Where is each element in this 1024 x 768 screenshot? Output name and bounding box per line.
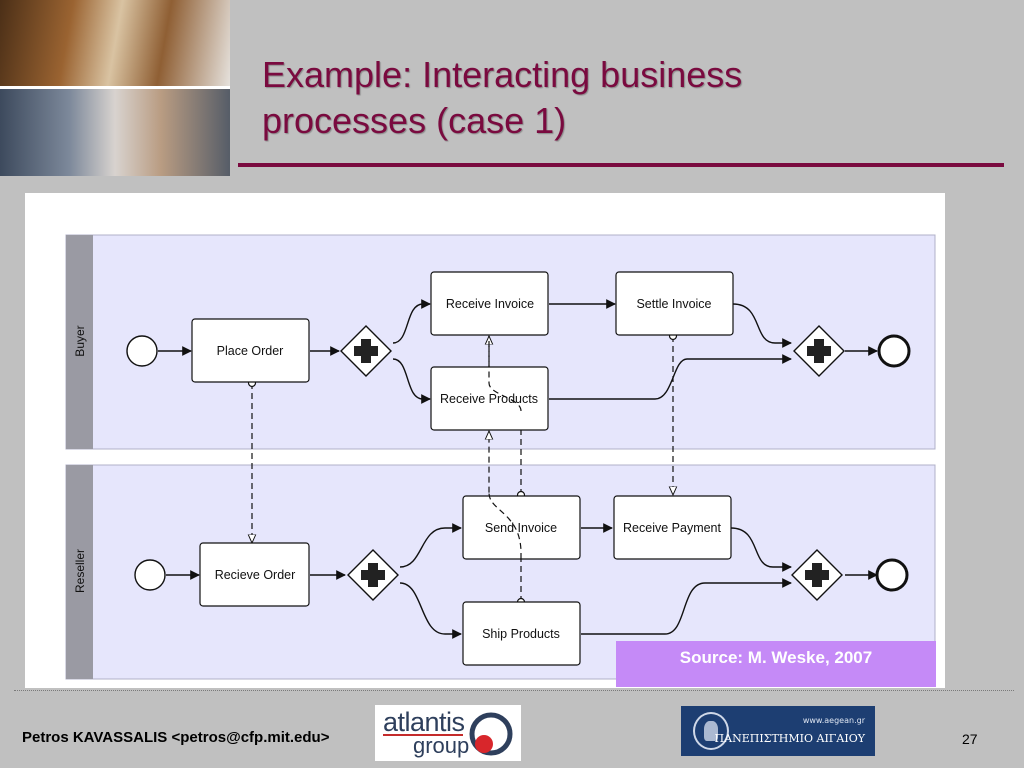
task-receive-payment: Receive Payment bbox=[613, 495, 732, 560]
task-label: Place Order bbox=[217, 344, 284, 358]
reseller-split-gateway bbox=[347, 549, 399, 601]
flow-split-to-ship-products bbox=[399, 582, 462, 639]
buyer-end-event bbox=[877, 334, 911, 368]
task-settle-invoice: Settle Invoice bbox=[615, 271, 734, 336]
photo-meeting bbox=[0, 0, 230, 88]
slide-title-line2: processes (case 1) bbox=[262, 100, 567, 141]
atlantis-group-logo: atlantis group bbox=[375, 705, 521, 761]
lane-label-buyer: Buyer bbox=[73, 325, 87, 356]
page-number: 27 bbox=[962, 731, 978, 747]
task-label: Settle Invoice bbox=[636, 297, 711, 311]
slide-title: Example: Interacting business processes … bbox=[262, 52, 982, 144]
author-credit: Petros KAVASSALIS <petros@cfp.mit.edu> bbox=[22, 729, 330, 746]
bpmn-diagram: Buyer Reseller bbox=[25, 193, 945, 688]
aegean-name: ΠΑΝΕΠΙΣΤΗΜΙΟ ΑΙΓΑΙΟΥ bbox=[714, 732, 865, 745]
task-label: Receive Invoice bbox=[446, 297, 534, 311]
task-send-invoice: Send Invoice bbox=[462, 495, 581, 560]
flow-settle-to-join bbox=[732, 303, 792, 348]
footer-divider bbox=[14, 690, 1014, 691]
task-label: Receive Products bbox=[440, 392, 538, 406]
lane-label-reseller: Reseller bbox=[73, 549, 87, 593]
task-ship-products: Ship Products bbox=[462, 601, 581, 666]
reseller-start-event bbox=[134, 559, 166, 591]
group-word: group bbox=[413, 733, 470, 758]
aegean-url: www.aegean.gr bbox=[802, 716, 865, 725]
atlantis-red-rule bbox=[383, 734, 463, 736]
task-label: Receive Payment bbox=[623, 521, 721, 535]
flow-receive-payment-to-join bbox=[730, 527, 792, 572]
task-receive-products: Receive Products bbox=[430, 366, 549, 431]
slide-title-line1: Example: Interacting business bbox=[262, 54, 743, 95]
task-recieve-order: Recieve Order bbox=[199, 542, 310, 607]
atlantis-word: atlantis bbox=[383, 707, 465, 737]
flow-split-to-receive-invoice bbox=[392, 299, 431, 344]
bpmn-svg: Buyer Reseller bbox=[65, 234, 936, 680]
photo-businessman bbox=[0, 88, 230, 176]
atlantis-ring-icon bbox=[469, 712, 513, 756]
task-receive-invoice: Receive Invoice bbox=[430, 271, 549, 336]
task-label: Ship Products bbox=[482, 627, 560, 641]
source-badge: Source: M. Weske, 2007 bbox=[616, 641, 936, 687]
buyer-split-gateway bbox=[340, 325, 392, 377]
buyer-join-gateway bbox=[793, 325, 845, 377]
header-photo bbox=[0, 0, 230, 176]
flow-split-to-send-invoice bbox=[399, 523, 462, 568]
buyer-start-event bbox=[126, 335, 158, 367]
task-label: Send Invoice bbox=[485, 521, 557, 535]
flow-split-to-receive-products bbox=[392, 358, 431, 404]
aegean-university-logo: www.aegean.gr ΠΑΝΕΠΙΣΤΗΜΙΟ ΑΙΓΑΙΟΥ bbox=[681, 706, 875, 756]
flow-ship-to-join bbox=[581, 578, 792, 635]
photo-divider bbox=[0, 86, 230, 89]
reseller-end-event bbox=[875, 558, 909, 592]
task-label: Recieve Order bbox=[215, 568, 296, 582]
reseller-join-gateway bbox=[791, 549, 843, 601]
aegean-seal-icon bbox=[693, 712, 729, 750]
title-underline bbox=[238, 163, 1004, 167]
task-place-order: Place Order bbox=[191, 318, 310, 383]
